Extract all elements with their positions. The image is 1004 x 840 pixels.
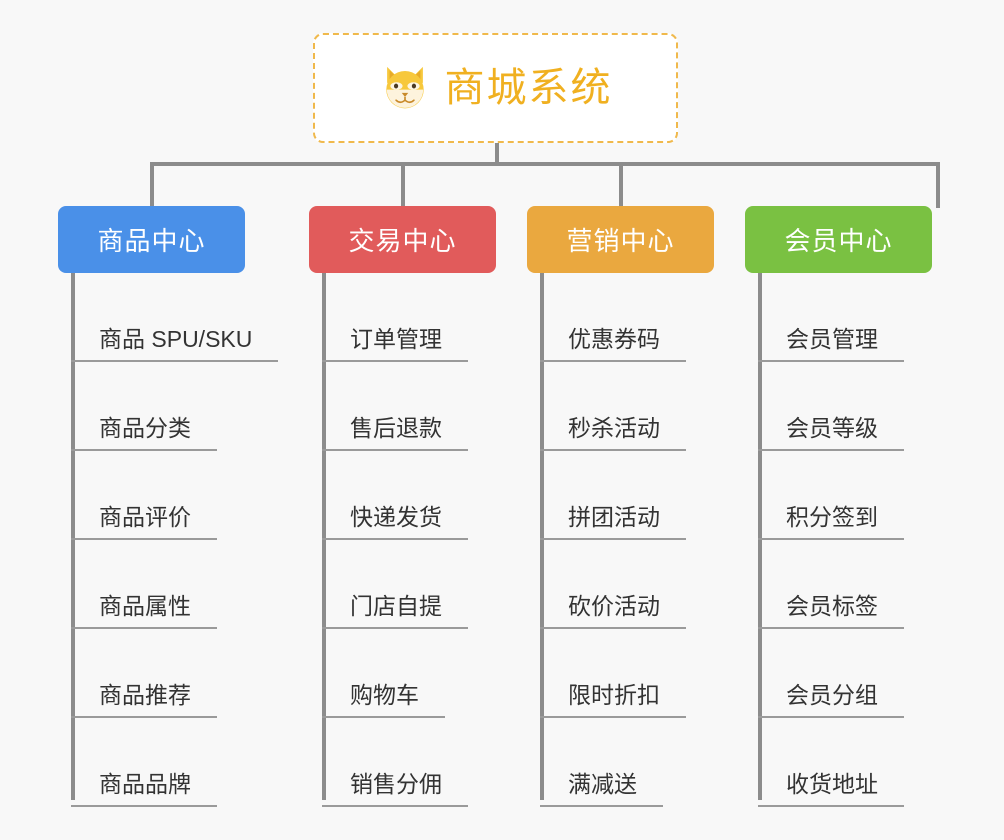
leaf-label: 门店自提 (322, 593, 468, 629)
leaf-label: 商品评价 (71, 504, 217, 540)
leaf-label: 秒杀活动 (540, 415, 686, 451)
leaf-label: 商品分类 (71, 415, 217, 451)
leaf-item[interactable]: 商品评价 (71, 451, 217, 540)
leaf-item[interactable]: 秒杀活动 (540, 362, 686, 451)
shiba-dog-face-icon (385, 66, 424, 109)
category-box-product[interactable]: 商品中心 (58, 206, 245, 273)
leaf-item[interactable]: 商品品牌 (71, 718, 217, 807)
category-label: 营销中心 (566, 226, 675, 256)
leaf-item[interactable]: 订单管理 (322, 273, 468, 362)
leaf-item[interactable]: 优惠券码 (540, 273, 686, 362)
connector-drop-1 (150, 162, 154, 208)
leaf-label: 快递发货 (322, 504, 468, 540)
connector-root-stem (495, 143, 499, 164)
leaf-label: 拼团活动 (540, 504, 686, 540)
category-label: 交易中心 (348, 226, 457, 256)
category-box-member[interactable]: 会员中心 (745, 206, 932, 273)
leaf-label: 会员标签 (758, 593, 904, 629)
leaf-label: 会员等级 (758, 415, 904, 451)
category-label: 会员中心 (784, 226, 893, 256)
category-box-trade[interactable]: 交易中心 (309, 206, 496, 273)
leaf-item[interactable]: 会员管理 (758, 273, 904, 362)
branch-trunk (758, 273, 762, 800)
leaf-item[interactable]: 积分签到 (758, 451, 904, 540)
root-title: 商城系统 (444, 66, 613, 110)
leaf-item[interactable]: 商品推荐 (71, 629, 217, 718)
leaf-item[interactable]: 商品 SPU/SKU (71, 273, 279, 362)
leaf-item[interactable]: 售后退款 (322, 362, 468, 451)
leaf-label: 会员分组 (758, 682, 904, 718)
category-label: 商品中心 (97, 226, 206, 256)
leaf-item[interactable]: 门店自提 (322, 540, 468, 629)
leaf-item[interactable]: 购物车 (322, 629, 445, 718)
branch-trunk (540, 273, 544, 800)
leaf-item[interactable]: 销售分佣 (322, 718, 468, 807)
connector-drop-2 (401, 162, 405, 208)
leaf-label: 砍价活动 (540, 593, 686, 629)
leaf-label: 优惠券码 (540, 326, 686, 362)
leaf-label: 收货地址 (758, 771, 904, 807)
leaf-label: 积分签到 (758, 504, 904, 540)
leaf-label: 商品品牌 (71, 771, 217, 807)
leaf-label: 订单管理 (322, 326, 468, 362)
leaf-item[interactable]: 满减送 (540, 718, 663, 807)
root-node[interactable]: 商城系统 (313, 33, 678, 143)
leaf-label: 商品属性 (71, 593, 217, 629)
branch-trunk (71, 273, 75, 800)
connector-drop-4 (936, 162, 940, 208)
leaf-label: 满减送 (540, 771, 663, 807)
connector-horizontal-bus (150, 162, 940, 166)
leaf-label: 售后退款 (322, 415, 468, 451)
leaf-item[interactable]: 收货地址 (758, 718, 904, 807)
leaf-item[interactable]: 砍价活动 (540, 540, 686, 629)
category-box-marketing[interactable]: 营销中心 (527, 206, 714, 273)
leaf-label: 商品 SPU/SKU (71, 326, 279, 362)
leaf-item[interactable]: 限时折扣 (540, 629, 686, 718)
leaf-item[interactable]: 商品分类 (71, 362, 217, 451)
branch-trunk (322, 273, 326, 800)
leaf-label: 会员管理 (758, 326, 904, 362)
leaf-item[interactable]: 会员等级 (758, 362, 904, 451)
leaf-item[interactable]: 拼团活动 (540, 451, 686, 540)
leaf-item[interactable]: 商品属性 (71, 540, 217, 629)
leaf-label: 销售分佣 (322, 771, 468, 807)
leaf-label: 购物车 (322, 682, 445, 718)
leaf-item[interactable]: 快递发货 (322, 451, 468, 540)
leaf-item[interactable]: 会员标签 (758, 540, 904, 629)
leaf-label: 商品推荐 (71, 682, 217, 718)
leaf-label: 限时折扣 (540, 682, 686, 718)
leaf-item[interactable]: 会员分组 (758, 629, 904, 718)
connector-drop-3 (619, 162, 623, 208)
